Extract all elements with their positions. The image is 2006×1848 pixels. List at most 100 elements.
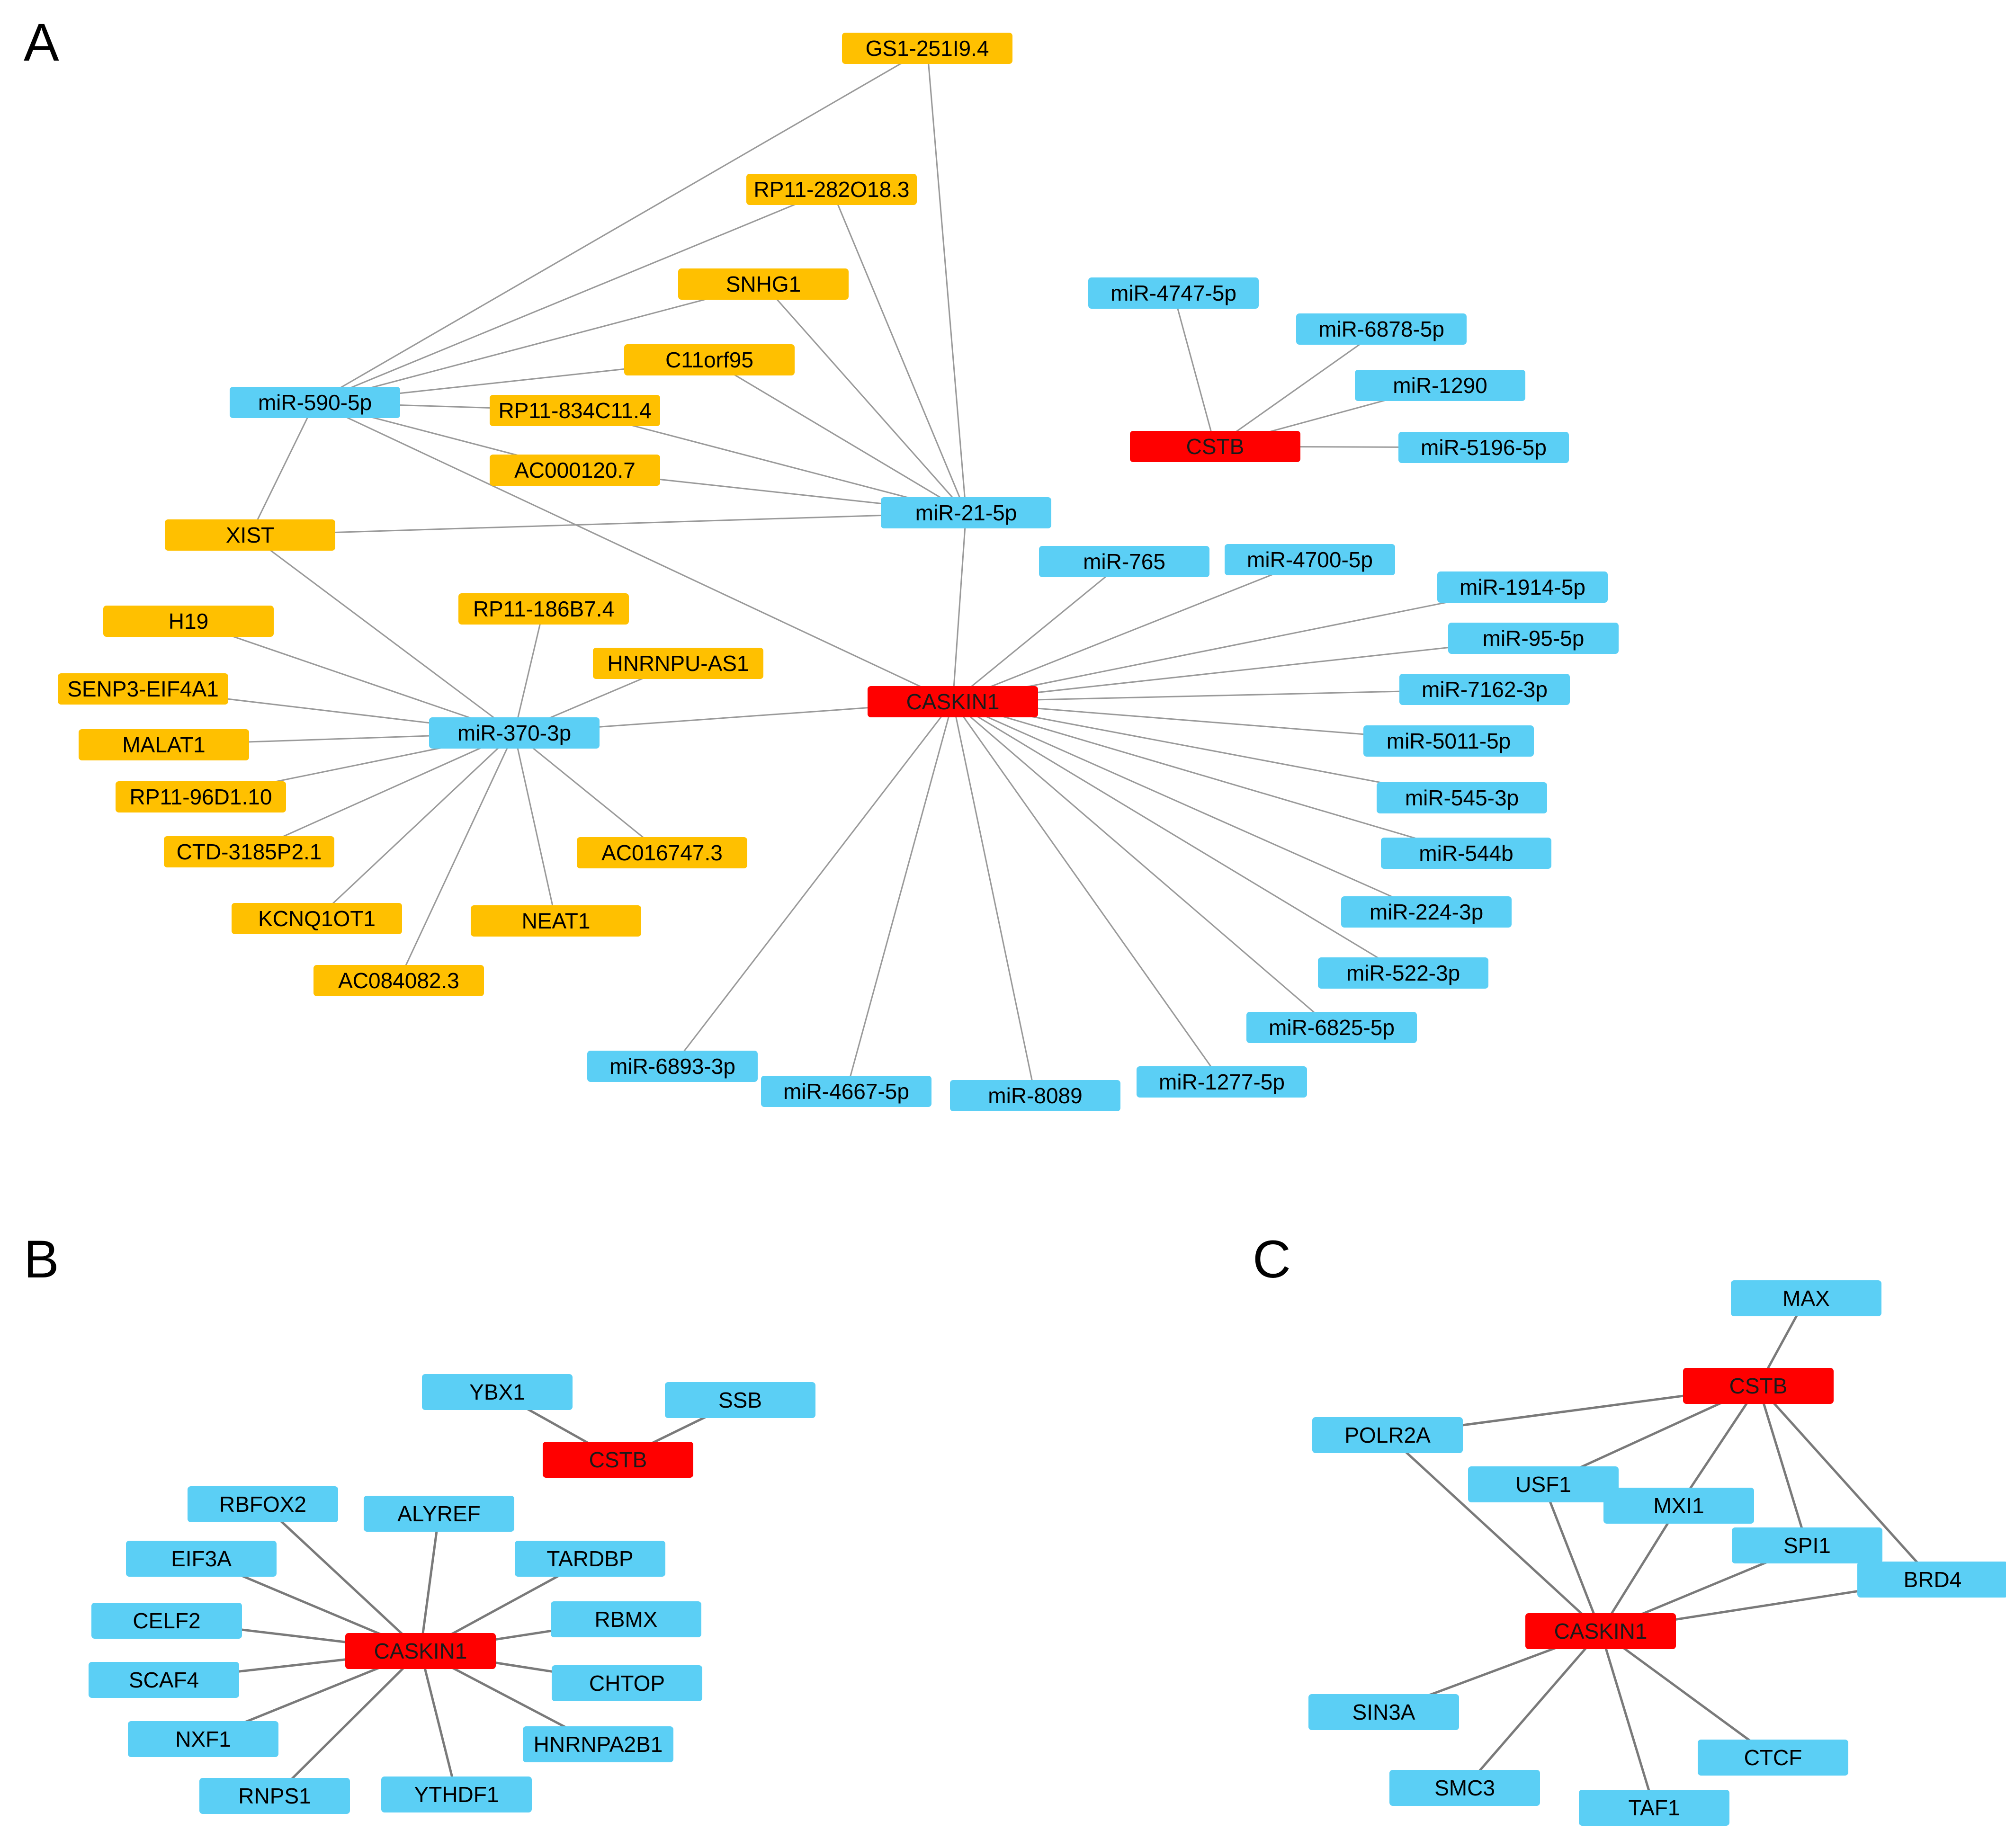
panel-c-node-label-spi1: SPI1 <box>1783 1533 1831 1558</box>
panel-b-node-box-cstb <box>543 1442 693 1478</box>
panel-c: C MAXCSTBPOLR2AUSF1MXI1SPI1BRD4CASKIN1SI… <box>1253 1230 2006 1826</box>
panel-a-node-hnrnpu-as1: HNRNPU-AS1 <box>593 648 763 679</box>
panel-b-node-box-caskin1 <box>345 1633 496 1669</box>
panel-c-node-label-polr2a: POLR2A <box>1344 1423 1431 1447</box>
panel-c-edge-cstb-mxi1 <box>1677 1385 1760 1507</box>
panel-b-node-alyref: ALYREF <box>364 1496 514 1532</box>
panel-a-node-xist: XIST <box>165 519 335 551</box>
panel-a-node-box-gs1-251i9-4 <box>842 33 1012 64</box>
panel-a-node-label-caskin1: CASKIN1 <box>906 689 1000 714</box>
panel-a-node-gs1-251i9-4: GS1-251I9.4 <box>842 33 1012 64</box>
panel-c-node-box-caskin1 <box>1525 1613 1676 1649</box>
panel-b-node-box-ythdf1 <box>381 1777 532 1812</box>
panel-c-node-sin3a: SIN3A <box>1308 1694 1459 1730</box>
panel-a-node-mir-4747-5p: miR-4747-5p <box>1088 277 1259 309</box>
panel-a-node-box-h19 <box>103 606 274 637</box>
panel-b-node-box-alyref <box>364 1496 514 1532</box>
panel-a-node-label-mir-95-5p: miR-95-5p <box>1483 626 1585 651</box>
panel-a-node-mir-5011-5p: miR-5011-5p <box>1363 725 1534 757</box>
panel-a-node-cstb: CSTB <box>1130 431 1300 462</box>
panel-a-node-box-mir-7162-3p <box>1399 674 1570 705</box>
panel-c-edge-cstb-brd4 <box>1757 1385 1934 1580</box>
panel-c-node-box-polr2a <box>1312 1417 1463 1453</box>
panel-b-node-ssb: SSB <box>665 1382 815 1418</box>
panel-b-node-tardbp: TARDBP <box>515 1541 665 1577</box>
panel-a-node-label-mir-5196-5p: miR-5196-5p <box>1421 435 1547 460</box>
panel-a-node-label-mir-1914-5p: miR-1914-5p <box>1460 575 1585 599</box>
panel-a-node-box-mir-765 <box>1039 546 1209 577</box>
panel-a-node-box-malat1 <box>79 729 249 760</box>
panel-a-node-mir-544b: miR-544b <box>1381 838 1551 869</box>
panel-a-node-kcnq1ot1: KCNQ1OT1 <box>232 903 402 934</box>
panel-label-a: A <box>24 13 59 72</box>
panel-c-nodes: MAXCSTBPOLR2AUSF1MXI1SPI1BRD4CASKIN1SIN3… <box>1308 1280 2006 1826</box>
panel-a-node-box-mir-6893-3p <box>587 1051 758 1082</box>
panel-a-node-box-mir-545-3p <box>1377 782 1547 813</box>
panel-a-edge-ac084082-3-mir-370-3p <box>398 732 515 981</box>
panel-c-node-polr2a: POLR2A <box>1312 1417 1463 1453</box>
panel-b-node-label-rbfox2: RBFOX2 <box>219 1492 306 1517</box>
panel-a-node-label-mir-4667-5p: miR-4667-5p <box>783 1079 909 1104</box>
panel-b-node-chtop: CHTOP <box>552 1665 702 1701</box>
panel-a-edge-caskin1-mir-8089 <box>952 701 1036 1096</box>
panel-b-node-box-rbfox2 <box>188 1486 338 1522</box>
panel-a-node-senp3-eif4a1: SENP3-EIF4A1 <box>58 673 228 705</box>
panel-a-node-label-mir-545-3p: miR-545-3p <box>1405 786 1519 810</box>
panel-a-node-label-snhg1: SNHG1 <box>726 272 801 296</box>
panel-b-node-celf2: CELF2 <box>91 1603 242 1639</box>
panel-a-edge-ctd-3185p2-1-mir-370-3p <box>249 732 515 853</box>
panel-b-edge-caskin1-ythdf1 <box>419 1651 458 1795</box>
panel-a-node-label-ctd-3185p2-1: CTD-3185P2.1 <box>177 839 322 864</box>
panel-a-node-label-mir-1277-5p: miR-1277-5p <box>1159 1070 1285 1094</box>
panel-a-edge-c11orf95-mir-21-5p <box>709 359 967 514</box>
panel-a-node-box-cstb <box>1130 431 1300 462</box>
panel-c-node-usf1: USF1 <box>1468 1466 1619 1502</box>
panel-a-node-snhg1: SNHG1 <box>678 268 849 300</box>
panel-a-edge-caskin1-mir-765 <box>952 561 1125 703</box>
panel-a-node-label-mir-370-3p: miR-370-3p <box>457 721 571 745</box>
panel-a-edge-snhg1-mir-590-5p <box>314 283 764 403</box>
panel-c-edge-caskin1-polr2a <box>1387 1434 1602 1632</box>
panel-a-node-neat1: NEAT1 <box>471 905 641 937</box>
panel-a-node-label-mir-4700-5p: miR-4700-5p <box>1247 547 1373 572</box>
panel-a-node-box-mir-6825-5p <box>1246 1012 1417 1043</box>
panel-a-node-rp11-834c11-4: RP11-834C11.4 <box>490 395 660 426</box>
panel-b-node-box-nxf1 <box>128 1721 278 1757</box>
panel-a-node-box-rp11-834c11-4 <box>490 395 660 426</box>
panel-b-node-box-eif3a <box>126 1541 277 1577</box>
panel-a-edge-caskin1-mir-1914-5p <box>952 586 1523 703</box>
panel-a-node-box-mir-95-5p <box>1448 623 1619 654</box>
panel-c-node-label-max: MAX <box>1782 1286 1830 1311</box>
panel-b-node-label-nxf1: NXF1 <box>175 1727 231 1751</box>
panel-b-node-box-hnrnpa2b1 <box>523 1726 673 1762</box>
panel-a-node-mir-7162-3p: miR-7162-3p <box>1399 674 1570 705</box>
panel-a-edge-caskin1-mir-545-3p <box>952 701 1462 799</box>
panel-c-node-smc3: SMC3 <box>1389 1770 1540 1806</box>
panel-a-node-box-mir-370-3p <box>429 717 600 749</box>
panel-c-node-box-spi1 <box>1732 1527 1882 1563</box>
panel-b-node-label-ybx1: YBX1 <box>469 1380 525 1404</box>
panel-a-node-ac000120-7: AC000120.7 <box>490 455 660 486</box>
panel-c-node-label-cstb: CSTB <box>1729 1374 1788 1398</box>
panel-a-node-box-caskin1 <box>868 686 1038 717</box>
panel-b-node-eif3a: EIF3A <box>126 1541 277 1577</box>
panel-b-edge-caskin1-rnps1 <box>274 1650 421 1797</box>
panel-a-node-label-mir-544b: miR-544b <box>1419 841 1513 866</box>
panel-a-edge-xist-mir-21-5p <box>250 512 967 536</box>
panel-a-edge-caskin1-mir-6825-5p <box>952 701 1332 1028</box>
panel-a-node-label-c11orf95: C11orf95 <box>665 348 753 372</box>
panel-b-node-box-rbmx <box>551 1601 701 1637</box>
panel-b-node-label-rbmx: RBMX <box>595 1607 658 1632</box>
panel-c-node-box-brd4 <box>1857 1562 2006 1598</box>
panel-c-node-ctcf: CTCF <box>1698 1740 1848 1776</box>
panel-a-node-box-mir-1914-5p <box>1437 571 1608 603</box>
panel-a-node-mir-6893-3p: miR-6893-3p <box>587 1051 758 1082</box>
panel-a-edge-mir-21-5p-caskin1 <box>952 512 967 702</box>
panel-a-edge-gs1-251i9-4-mir-590-5p <box>314 47 928 403</box>
panel-a-edge-caskin1-mir-544b <box>952 701 1467 854</box>
panel-a-node-mir-224-3p: miR-224-3p <box>1341 896 1512 928</box>
panel-b-node-label-scaf4: SCAF4 <box>129 1668 199 1692</box>
panel-c-edge-caskin1-smc3 <box>1464 1630 1602 1789</box>
panel-b-edge-caskin1-alyref <box>419 1513 440 1652</box>
